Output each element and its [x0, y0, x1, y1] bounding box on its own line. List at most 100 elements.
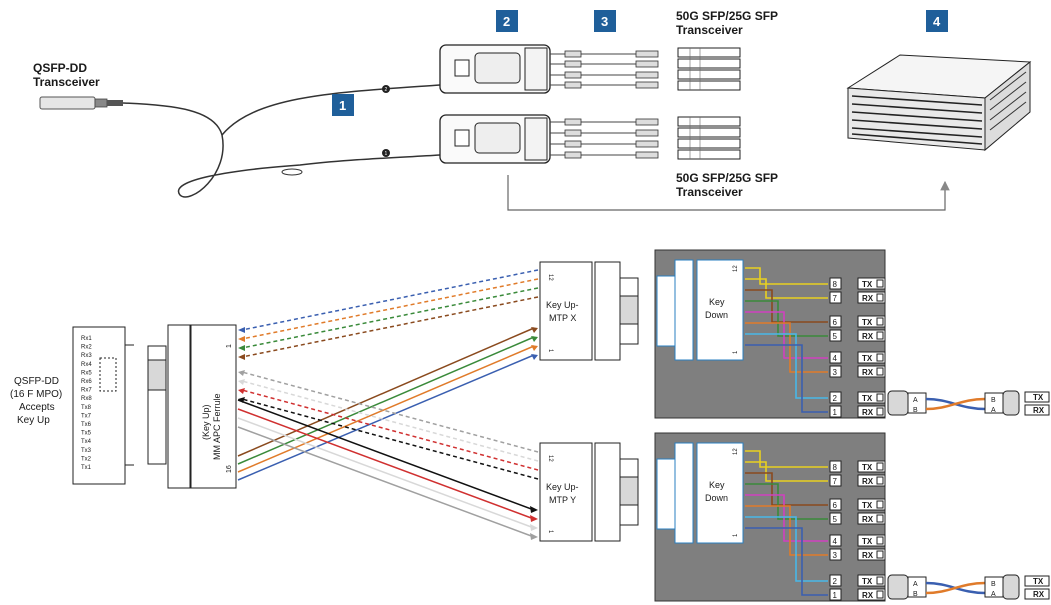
- duplex-letter: A: [991, 407, 996, 414]
- qsfp-side-label-line3: Accepts: [19, 402, 55, 413]
- fiber-arrowhead: [238, 336, 245, 342]
- qsfp-label-line2: Transceiver: [33, 75, 100, 89]
- duplex-connector: [887, 574, 909, 600]
- port-number-box: [829, 329, 842, 342]
- sfp-label-bottom-line1: 50G SFP/25G SFP: [676, 171, 778, 185]
- fiber-dashed: [241, 269, 539, 331]
- mtp-y-connector: Key Up- MTP Y 12 1: [539, 442, 639, 542]
- cassette-pin-top: 12: [733, 265, 739, 272]
- port-number-box: [829, 291, 842, 304]
- fiber-dashed: [241, 380, 539, 462]
- cassette-pin-top: 12: [733, 448, 739, 455]
- port-number: 8: [833, 463, 838, 472]
- port-slot: [876, 353, 884, 362]
- port-label-box: [857, 315, 886, 328]
- port-number: 1: [833, 408, 838, 417]
- badge-4-text: 4: [933, 14, 941, 29]
- port-label-box: [857, 329, 886, 342]
- port-number-box: [829, 588, 842, 601]
- port-label-box: [857, 405, 886, 418]
- fiber-arrowhead: [530, 506, 538, 513]
- cable-marker-1: [382, 149, 390, 157]
- port-label: TX: [862, 280, 873, 289]
- port-label-box: [857, 351, 886, 364]
- cassette-keydown: [696, 442, 744, 544]
- cassette-fiber: [745, 344, 828, 413]
- ferrule-label-line1: (Key Up): [201, 404, 211, 440]
- sfp-label-top-line1: 50G SFP/25G SFP: [676, 9, 778, 23]
- fiber-dashed: [241, 371, 539, 453]
- badge-2: [496, 10, 518, 32]
- mpo-ferrule: (Key Up) MM APC Ferrule 1 16: [147, 324, 237, 489]
- mtp-x-pin-top: 12: [547, 274, 553, 281]
- duplex-letter: A: [991, 591, 996, 598]
- duplex-connector-body: [907, 392, 927, 414]
- port-number-box: [829, 534, 842, 547]
- cassette-fiber: [745, 483, 828, 520]
- duplex-connector: [1002, 574, 1020, 600]
- key-down-label-line1: Key: [709, 480, 725, 490]
- mtp-x-pin-bottom: 1: [547, 349, 553, 353]
- sfp-transceivers-lower: [677, 116, 741, 160]
- cassette-lower: [439, 114, 659, 164]
- end-label: TX: [1033, 393, 1044, 402]
- cassette-fiber: [745, 267, 828, 285]
- port-number-box: [829, 548, 842, 561]
- qsfp-port-label: Tx4: [81, 439, 92, 445]
- mtp-x-label-line1: Key Up-: [546, 300, 579, 310]
- cassette-fiber: [745, 461, 828, 482]
- port-number: 6: [833, 318, 838, 327]
- duplex-letter: B: [991, 397, 996, 404]
- port-label: RX: [862, 591, 874, 600]
- mtp-x-label-line2: MTP X: [549, 313, 576, 323]
- qsfp-port-label: Rx1: [81, 336, 92, 342]
- port-number: 5: [833, 515, 838, 524]
- port-number: 4: [833, 354, 838, 363]
- port-label: TX: [862, 463, 873, 472]
- fiber-routing: [237, 269, 539, 540]
- key-down-label-line1: Key: [709, 297, 725, 307]
- switch-chassis-image: [846, 54, 1032, 152]
- sfp-label-top-line2: Transceiver: [676, 23, 743, 37]
- qsfp-label-line1: QSFP-DD: [33, 61, 87, 75]
- end-label-box: [1024, 391, 1050, 403]
- port-label: TX: [862, 318, 873, 327]
- breakout-cable: [122, 102, 441, 198]
- fiber-dashed: [241, 287, 539, 349]
- port-slot: [876, 500, 884, 509]
- port-label: TX: [862, 501, 873, 510]
- duplex-connector-body: [907, 576, 927, 598]
- ferrule-pin-top: 1: [226, 344, 233, 348]
- duplex-letter: B: [913, 407, 918, 414]
- cassette-fiber: [745, 289, 828, 323]
- fiber-solid: [237, 399, 535, 511]
- qsfp-port-label: Tx2: [81, 456, 92, 462]
- port-label-box: [857, 548, 886, 561]
- port-number-box: [829, 391, 842, 404]
- mtp-y-label-line2: MTP Y: [549, 495, 576, 505]
- sfp-transceivers-upper: [677, 47, 741, 91]
- end-label: RX: [1033, 590, 1045, 599]
- qsfp-port-label: Tx8: [81, 405, 92, 411]
- fiber-solid: [237, 426, 535, 538]
- port-label: RX: [862, 515, 874, 524]
- port-label: RX: [862, 294, 874, 303]
- port-number-box: [829, 351, 842, 364]
- port-slot: [876, 550, 884, 559]
- fiber-dashed: [241, 389, 539, 471]
- port-slot: [876, 331, 884, 340]
- jumper-fiber: [925, 397, 986, 411]
- cassette-adapter: [674, 259, 694, 361]
- fiber-dashed: [241, 278, 539, 340]
- qsfp-port-label: Rx8: [81, 396, 92, 402]
- qsfp-port-label: Rx3: [81, 353, 92, 359]
- port-label-box: [857, 460, 886, 473]
- bottom-section: QSFP-DD (16 F MPO) Accepts Key Up Rx1Rx2…: [10, 249, 1050, 602]
- cassette-pin-bottom: 1: [733, 533, 739, 537]
- end-label-box: [1024, 588, 1050, 600]
- duplex-connector: [887, 390, 909, 416]
- cassette-fiber: [745, 472, 828, 506]
